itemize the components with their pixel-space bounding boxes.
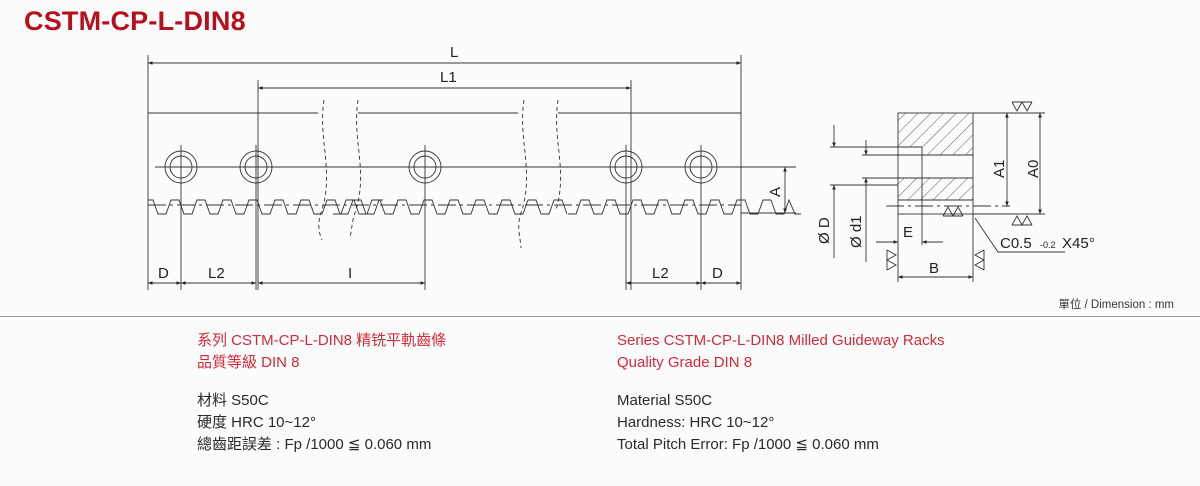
dim-L2-left: L2 — [208, 265, 225, 282]
specs-chinese: 系列 CSTM-CP-L-DIN8 精铣平軌齒條 品質等級 DIN 8 材料 S… — [197, 330, 446, 456]
dim-E: E — [903, 224, 913, 241]
technical-drawing: L L1 D L2 I L2 D A — [147, 44, 1095, 290]
front-view-labels: L L1 D L2 I L2 D A — [158, 44, 784, 282]
dim-B: B — [929, 260, 939, 277]
grade-en: Quality Grade DIN 8 — [617, 354, 753, 371]
hardness-en: Hardness: HRC 10~12° — [617, 414, 775, 431]
chamfer-tolerance: -0.2 — [1040, 240, 1056, 250]
dim-A0: A0 — [1025, 160, 1042, 178]
material-en: Material S50C — [617, 392, 713, 409]
divider — [0, 316, 1200, 317]
pitch-error-zh: 總齒距誤差 : Fp /1000 ≦ 0.060 mm — [197, 436, 432, 453]
specs-english: Series CSTM-CP-L-DIN8 Milled Guideway Ra… — [617, 330, 945, 456]
dim-L2-right: L2 — [652, 265, 669, 282]
dim-D-left: D — [158, 265, 169, 282]
grade-zh: 品質等級 DIN 8 — [197, 354, 300, 371]
dim-A: A — [767, 187, 784, 197]
front-view — [147, 55, 801, 290]
dim-D-right: D — [712, 265, 723, 282]
dim-L1: L1 — [440, 69, 457, 86]
section-view — [830, 101, 1065, 282]
dim-Od1: Ø d1 — [848, 215, 865, 248]
series-en: Series CSTM-CP-L-DIN8 Milled Guideway Ra… — [617, 332, 945, 349]
dim-L: L — [450, 44, 458, 61]
dim-A1: A1 — [991, 160, 1008, 178]
hardness-zh: 硬度 HRC 10~12° — [197, 414, 316, 431]
series-zh: 系列 CSTM-CP-L-DIN8 精铣平軌齒條 — [197, 332, 447, 349]
chamfer-main: C0.5 — [1000, 235, 1032, 252]
page-title: CSTM-CP-L-DIN8 — [24, 6, 246, 36]
material-zh: 材料 S50C — [197, 392, 269, 409]
chamfer-angle: X45° — [1062, 235, 1095, 252]
pitch-error-en: Total Pitch Error: Fp /1000 ≦ 0.060 mm — [617, 436, 879, 453]
dim-I: I — [348, 265, 352, 282]
section-view-labels: A1 A0 Ø D Ø d1 E B C0.5 -0.2 X45° — [816, 160, 1095, 277]
unit-label: 單位 / Dimension : mm — [1058, 299, 1174, 311]
dim-OD: Ø D — [816, 217, 833, 244]
